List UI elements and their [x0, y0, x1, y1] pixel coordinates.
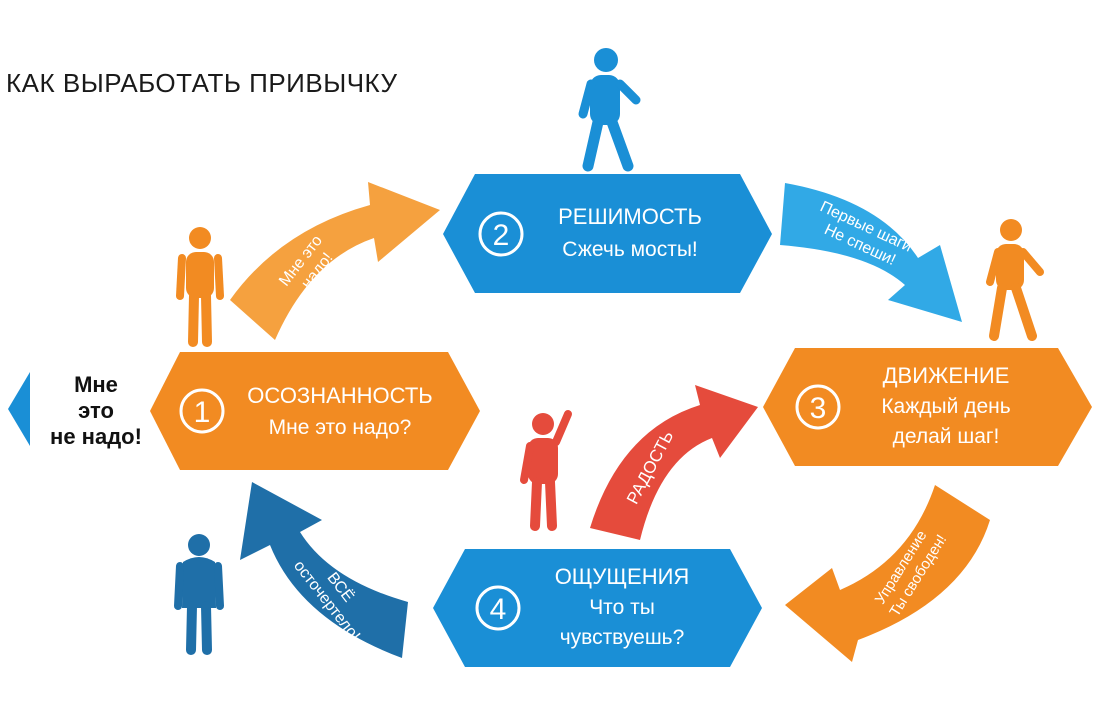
person-waving-red-icon	[520, 410, 572, 531]
exit-note-line-2: это	[78, 398, 114, 423]
arrow-4-to-3: РАДОСТЬ	[590, 385, 758, 540]
stage-1-box: 1 ОСОЗНАННОСТЬ Мне это надо?	[150, 352, 480, 470]
stage-4-box: 4 ОЩУЩЕНИЯ Что ты чувствуешь?	[433, 549, 762, 667]
stage-2-box: 2 РЕШИМОСТЬ Сжечь мосты!	[443, 174, 772, 293]
person-standing-orange-icon	[176, 227, 224, 347]
stage-1-line-1: Мне это надо?	[269, 416, 412, 439]
exit-marker-icon	[8, 372, 30, 446]
stage-2-number-icon	[478, 211, 524, 257]
stage-4-line-1: Что ты	[589, 596, 655, 619]
stage-2-line-1: Сжечь мосты!	[562, 238, 698, 261]
diagram-title: КАК ВЫРАБОТАТЬ ПРИВЫЧКУ	[6, 68, 398, 98]
stage-1-title: ОСОЗНАННОСТЬ	[247, 383, 432, 408]
stage-1-number-icon	[179, 388, 225, 434]
stage-4-title: ОЩУЩЕНИЯ	[555, 564, 690, 589]
stage-3-number-icon	[795, 384, 841, 430]
stage-3-title: ДВИЖЕНИЕ	[883, 363, 1010, 388]
exit-note-line-1: Мне	[74, 372, 118, 397]
exit-note-line-3: не надо!	[50, 424, 142, 449]
person-walking-orange-icon	[986, 219, 1044, 341]
arrow-4-to-1: ВСЁ осточертело!	[240, 482, 408, 658]
stage-4-line-2: чувствуешь?	[560, 626, 685, 649]
stage-4-number: 4	[490, 593, 507, 626]
stage-2-title: РЕШИМОСТЬ	[558, 204, 702, 229]
exit-note: Мне это не надо!	[36, 372, 156, 450]
stage-3-number: 3	[810, 392, 827, 425]
person-tired-blue-icon	[174, 534, 224, 655]
stage-1-number: 1	[194, 396, 211, 429]
arrow-1-to-2: Мне это надо!	[230, 182, 440, 340]
stage-4-number-icon	[475, 585, 521, 631]
arrow-2-to-3: Первые шаги Не спеши!	[780, 183, 962, 322]
stage-3-line-1: Каждый день	[881, 395, 1010, 418]
stage-2-number: 2	[493, 219, 510, 252]
stage-3-box: 3 ДВИЖЕНИЕ Каждый день делай шаг!	[763, 348, 1092, 466]
person-walking-blue-icon	[578, 48, 641, 172]
arrow-3-to-4: Управление Ты свободен!	[785, 485, 990, 662]
stage-3-line-2: делай шаг!	[893, 425, 1000, 448]
